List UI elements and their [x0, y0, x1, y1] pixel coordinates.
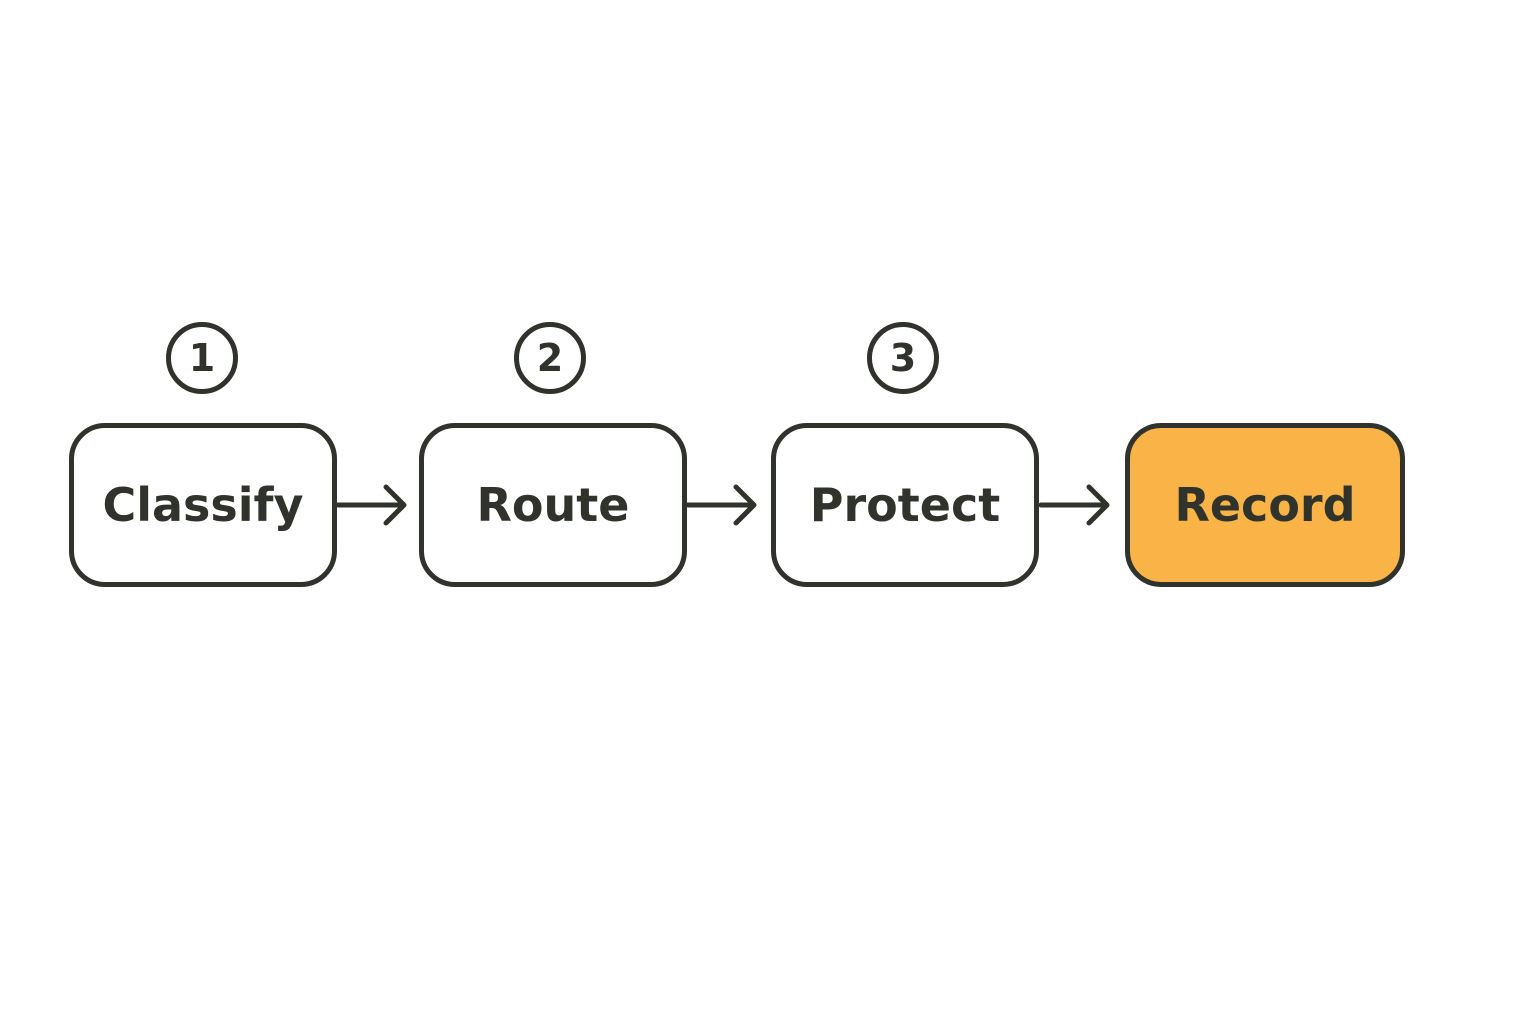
step-3-number-badge: 3: [867, 322, 939, 394]
step-record-label: Record: [1174, 478, 1356, 532]
arrow-right-icon: [686, 481, 758, 529]
step-classify-label: Classify: [102, 478, 304, 532]
step-route-label: Route: [476, 478, 630, 532]
step-protect-label: Protect: [809, 478, 1001, 532]
step-classify-box[interactable]: Classify: [69, 423, 337, 587]
step-record-box[interactable]: Record: [1125, 423, 1405, 587]
step-protect-box[interactable]: Protect: [771, 423, 1039, 587]
step-route-box[interactable]: Route: [419, 423, 687, 587]
step-2-number-badge: 2: [514, 322, 586, 394]
arrow-right-icon: [336, 481, 408, 529]
step-1-number-badge: 1: [166, 322, 238, 394]
arrow-right-icon: [1039, 481, 1111, 529]
